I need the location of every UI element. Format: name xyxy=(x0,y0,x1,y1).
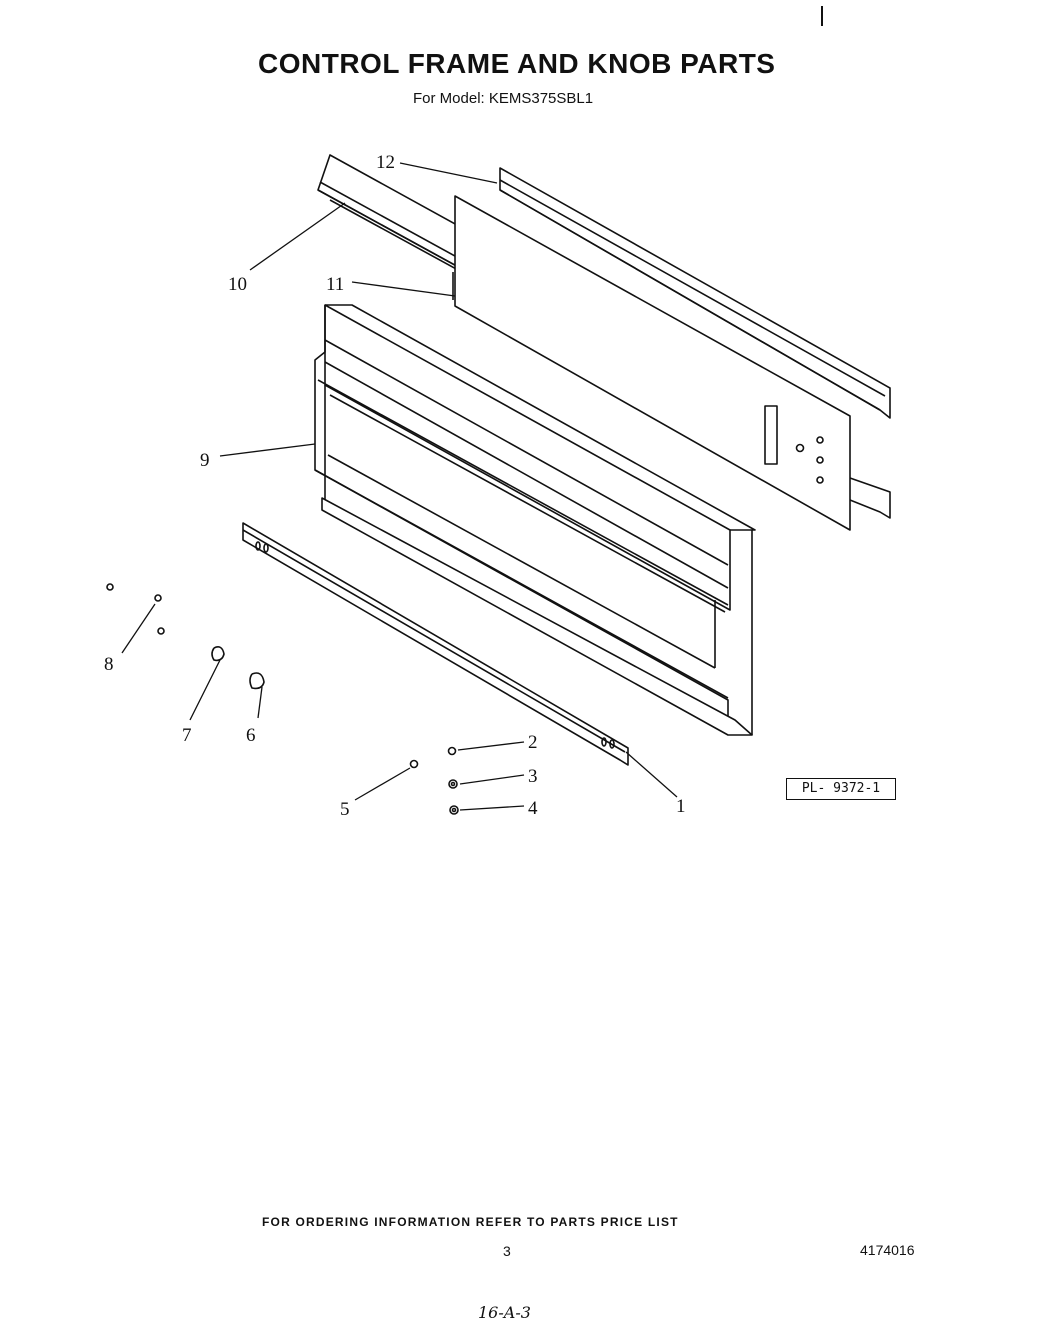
callout-6: 6 xyxy=(246,725,256,746)
callout-4: 4 xyxy=(528,798,538,819)
part-12-top-trim xyxy=(499,167,891,419)
callout-1: 1 xyxy=(676,796,686,817)
model-subtitle: For Model: KEMS375SBL1 xyxy=(413,90,594,107)
callout-12: 12 xyxy=(376,152,395,173)
document-number: 4174016 xyxy=(860,1242,915,1258)
callout-9: 9 xyxy=(200,450,210,471)
part-1-lower-bracket xyxy=(242,522,629,766)
page-number: 3 xyxy=(503,1243,511,1259)
callout-8: 8 xyxy=(104,654,114,675)
callout-11: 11 xyxy=(326,274,344,295)
callout-leader-lines xyxy=(121,162,678,811)
callout-5: 5 xyxy=(340,799,350,820)
callout-7: 7 xyxy=(182,725,192,746)
part-11-control-plate xyxy=(452,195,891,531)
callout-3: 3 xyxy=(528,766,538,787)
part-9-control-frame xyxy=(314,304,756,736)
callout-10: 10 xyxy=(228,274,247,295)
callout-2: 2 xyxy=(528,732,538,753)
ordering-note: FOR ORDERING INFORMATION REFER TO PARTS … xyxy=(262,1215,679,1229)
small-hardware-parts xyxy=(106,583,459,815)
callout-labels: 1 2 3 4 5 6 7 8 9 10 11 12 xyxy=(104,152,686,820)
handwritten-reference: 16-A-3 xyxy=(478,1303,531,1322)
top-margin-mark xyxy=(821,6,823,26)
plate-number-box: PL- 9372-1 xyxy=(786,778,896,800)
page-title: CONTROL FRAME AND KNOB PARTS xyxy=(258,48,776,79)
